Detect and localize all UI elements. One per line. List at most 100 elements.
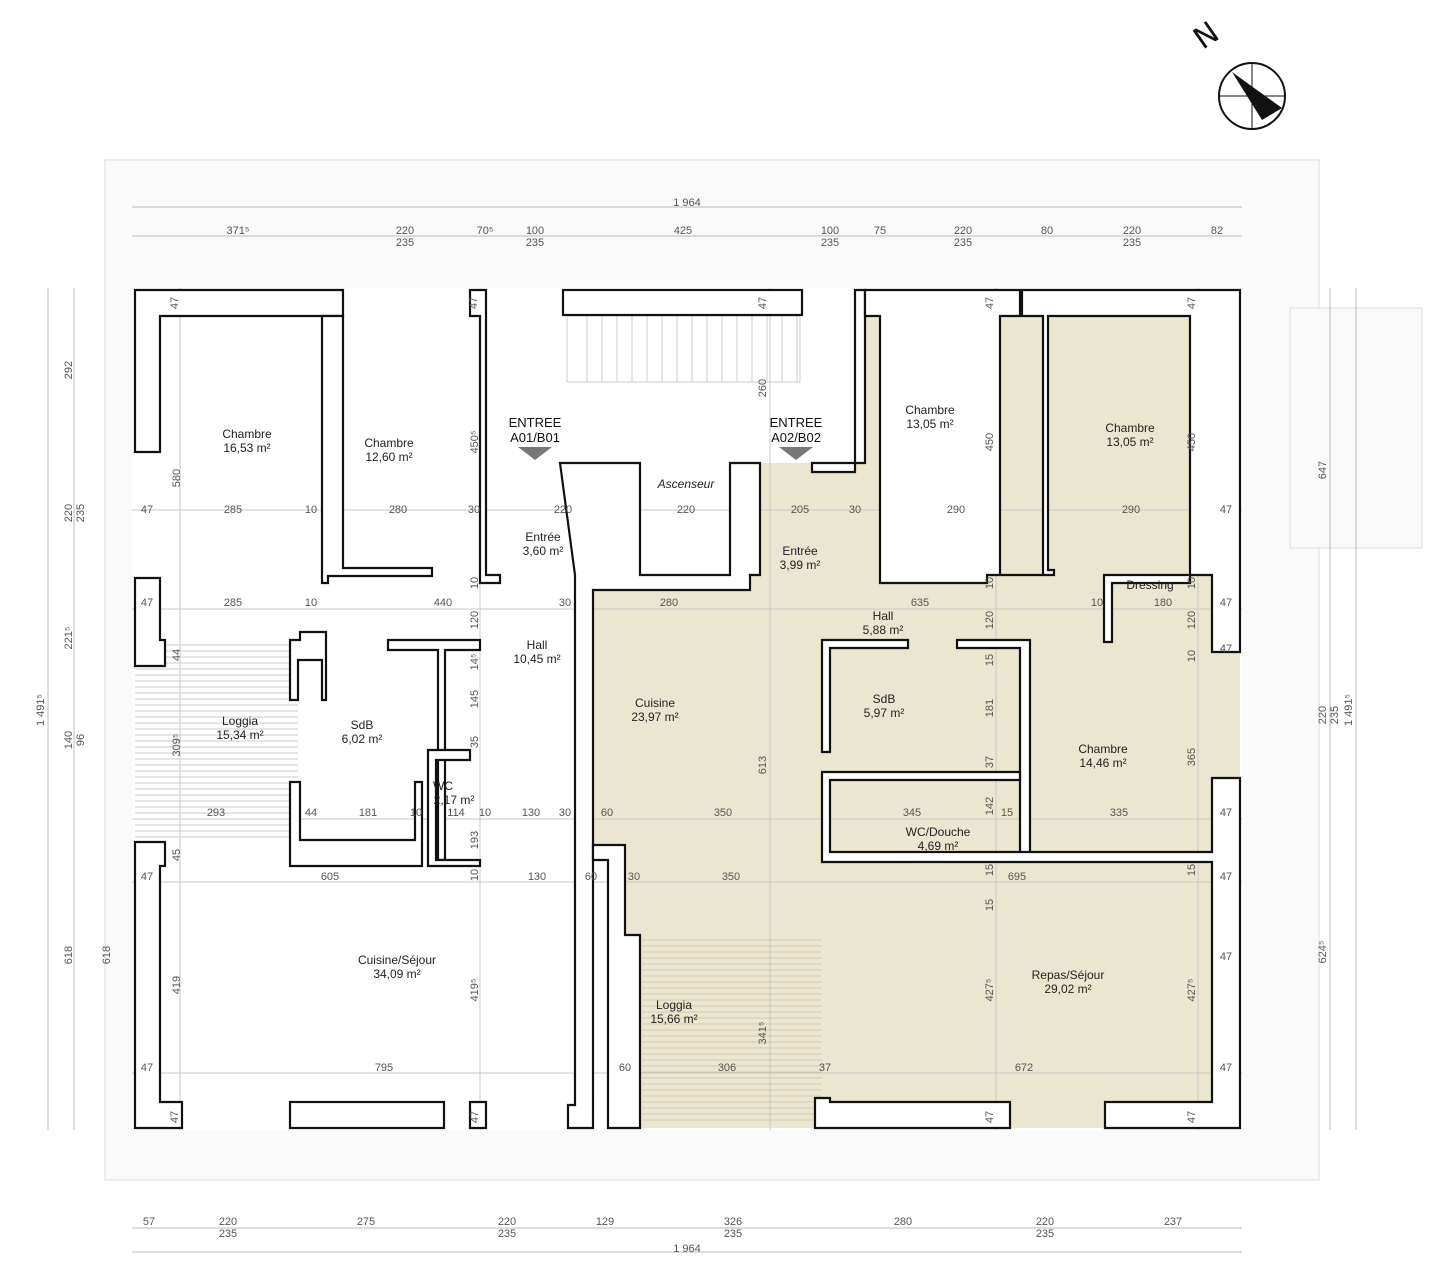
dimension-interior: 613 [757,756,769,774]
dimension-right: 235 [1329,706,1341,724]
room-area: 15,34 m² [216,728,263,742]
dimension-interior: 306 [718,1062,736,1074]
dimension-interior: 10 [305,504,317,516]
dimension-interior: 30 [628,871,640,883]
dimension-interior: 47 [141,597,153,609]
dimension-interior: 309⁵ [171,734,183,757]
room-area: 12,60 m² [365,450,412,464]
entrance-a02-arrow-icon [779,447,813,460]
entrance-title: ENTREE [770,415,823,430]
room-name: Repas/Séjour [1032,968,1105,982]
dimension-left: 292 [63,361,75,379]
dimension-top: 70⁵ [477,225,494,237]
room-area: 4,69 m² [918,839,959,853]
dimension-interior: 47 [1220,643,1232,655]
room-area: 5,88 m² [863,623,904,637]
dimension-interior: 130 [522,807,540,819]
dimension-interior: 260 [757,379,769,397]
dimension-interior: 280 [660,597,678,609]
dimension-interior: 618 [101,946,113,964]
dimension-interior: 47 [757,297,769,309]
dimension-interior: 60 [601,807,613,819]
dimension-left: 96 [75,734,87,746]
dimension-interior: 220 [677,504,695,516]
compass-north-label: N [1187,15,1225,57]
room-area: 6,02 m² [342,732,383,746]
dimension-top: 371⁵ [227,225,250,237]
room-name: Chambre [905,403,955,417]
unit-b-area [575,290,1240,1128]
walls [133,288,1242,1130]
dimension-interior: 181 [984,699,996,717]
dimension-interior: 10 [469,869,481,881]
room-area: 14,46 m² [1079,756,1126,770]
dimension-interior: 47 [1220,871,1232,883]
room-name: Cuisine/Séjour [358,953,436,967]
dimension-left: 221⁵ [63,627,75,650]
dimension-interior: 285 [224,597,242,609]
dimension-bottom: 220 [498,1216,516,1228]
room-name: WC [433,779,453,793]
dimension-interior: 695 [1008,871,1026,883]
dimension-interior: 120 [1186,611,1198,629]
dimension-interior: 10 [410,807,422,819]
dimension-left-total: 1 491⁵ [35,694,47,726]
room-area: 2,17 m² [434,793,475,807]
dimension-bottom: 235 [498,1228,516,1240]
loggia-left-decking [135,644,298,838]
room-area: 3,60 m² [523,544,564,558]
dimension-interior: 450 [1186,433,1198,451]
dimension-top: 220 [954,225,972,237]
room-area: 23,97 m² [631,710,678,724]
dimension-top: 82 [1211,225,1223,237]
dimension-interior: 15 [984,899,996,911]
room-name-dressing: Dressing [1126,578,1173,592]
dimension-interior: 427⁵ [984,979,996,1002]
dimension-interior: 30 [559,807,571,819]
room-area: 5,97 m² [864,706,905,720]
dimension-interior: 341⁵ [757,1022,769,1045]
dimension-interior: 114 [447,807,465,819]
dimension-interior: 15 [984,654,996,666]
dimension-interior: 419 [171,976,183,994]
dimension-interior: 605 [321,871,339,883]
dimension-interior: 30 [559,597,571,609]
entrance-title: ENTREE [509,415,562,430]
room-name: Hall [527,638,548,652]
dimension-right-total: 1 491⁵ [1343,694,1355,726]
room-area: 10,45 m² [513,652,560,666]
dimension-interior: 142 [984,797,996,815]
dimension-interior: 47 [1220,807,1232,819]
dimension-left: 235 [75,504,87,522]
dimension-bottom: 57 [143,1216,155,1228]
dimension-top: 100 [526,225,544,237]
dimension-interior: 47 [984,1111,996,1123]
dimension-interior: 30 [849,504,861,516]
dimension-top: 100 [821,225,839,237]
dimension-interior: 47 [1186,297,1198,309]
room-area: 16,53 m² [223,441,270,455]
dimension-bottom: 235 [724,1228,742,1240]
room-area: 3,99 m² [780,558,821,572]
room-name: Chambre [364,436,414,450]
dimension-interior: 350 [714,807,732,819]
dimension-interior: 47 [141,504,153,516]
dimension-interior: 47 [169,1111,181,1123]
dimension-interior: 37 [819,1062,831,1074]
dimension-interior: 47 [169,297,181,309]
entrance-code: A01/B01 [510,430,560,445]
dimension-interior: 10 [1186,650,1198,662]
dimension-top: 80 [1041,225,1053,237]
dimension-interior: 220 [554,504,572,516]
dimension-interior: 47 [1220,1062,1232,1074]
dimension-interior: 37 [984,756,996,768]
dimension-interior: 450⁵ [469,431,481,454]
dimension-top: 75 [874,225,886,237]
entrance-code: A02/B02 [771,430,821,445]
dimension-interior: 47 [1220,504,1232,516]
dimension-interior: 10 [984,577,996,589]
dimension-interior: 120 [469,611,481,629]
dimension-interior: 15 [984,864,996,876]
